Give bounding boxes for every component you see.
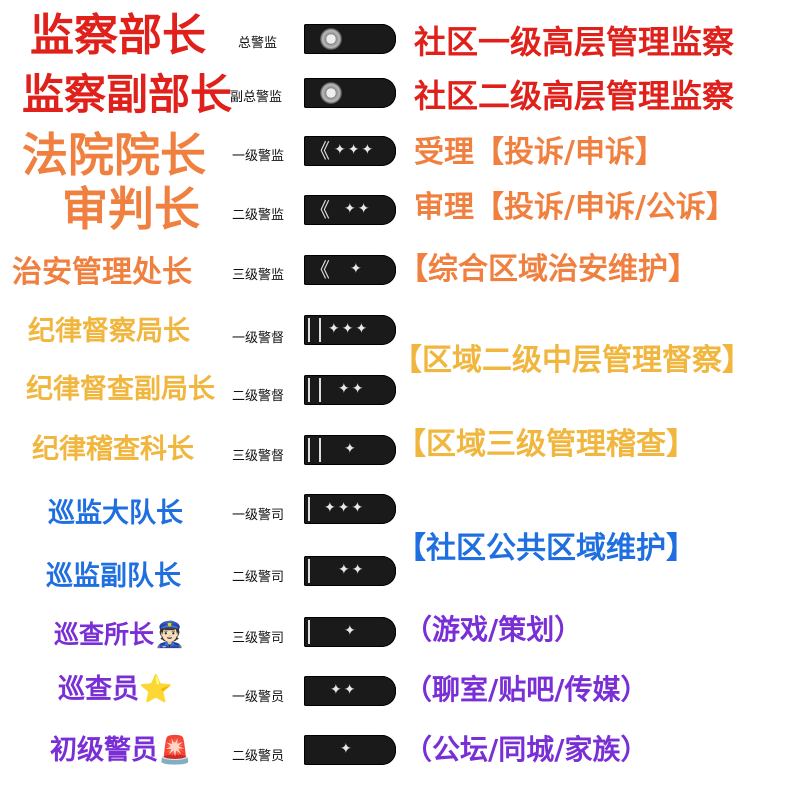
description-6: 【区域二级中层管理督察】	[392, 343, 752, 378]
title-row-4: 审判长	[62, 182, 200, 236]
bar-stripe-icon	[308, 559, 310, 583]
bar-stripe-icon	[308, 620, 310, 644]
bar-stripes-icon	[308, 318, 321, 342]
rank-label-12: 一级警员	[232, 690, 285, 705]
title-row-12: 巡查员⭐	[58, 674, 173, 705]
rank-label-4: 二级警监	[232, 208, 285, 223]
title-row-6: 纪律督察局长	[28, 316, 190, 347]
bar-stripes-icon	[308, 438, 321, 462]
shoulder-board-6: ✦✦✦	[304, 315, 396, 345]
shoulder-board-10: ✦✦	[304, 556, 396, 586]
shoulder-board-12: ✦✦	[304, 676, 396, 706]
title-row-7: 纪律督查副局长	[26, 374, 215, 405]
title-row-8: 纪律稽查科长	[32, 434, 194, 465]
shoulder-board-7: ✦✦	[304, 375, 396, 405]
star-cluster-icon: ✦✦	[344, 201, 372, 217]
title-row-1: 监察部长	[30, 10, 206, 61]
star-cluster-icon: ✦	[344, 441, 358, 457]
rank-label-11: 三级警司	[232, 631, 285, 646]
rank-label-7: 二级警督	[232, 389, 285, 404]
title-row-5: 治安管理处长	[12, 255, 192, 290]
title-row-11: 巡查所长👮🏻	[54, 620, 186, 649]
star-cluster-icon: ✦✦✦	[334, 142, 376, 158]
shoulder-board-9: ✦✦✦	[304, 494, 396, 524]
shoulder-board-1	[304, 24, 396, 54]
title-row-13: 初级警员🚨	[50, 735, 192, 766]
title-row-10: 巡监副队长	[46, 561, 181, 592]
shoulder-board-3: 《 ✦✦✦	[304, 136, 396, 166]
shoulder-board-13: ✦	[304, 735, 396, 765]
chevron-icon: 《	[310, 198, 330, 222]
shoulder-board-11: ✦	[304, 617, 396, 647]
police-emblem-icon	[320, 28, 342, 50]
star-cluster-icon: ✦✦✦	[328, 321, 370, 337]
star-cluster-icon: ✦	[344, 623, 358, 639]
rank-label-9: 一级警司	[232, 508, 285, 523]
star-cluster-icon: ✦✦	[338, 381, 366, 397]
shoulder-board-4: 《 ✦✦	[304, 195, 396, 225]
star-cluster-icon: ✦	[340, 741, 354, 757]
rank-label-6: 一级警督	[232, 331, 285, 346]
description-9: （游戏/策划）	[404, 613, 583, 646]
rank-label-5: 三级警监	[232, 268, 285, 283]
rank-label-8: 三级警督	[232, 449, 285, 464]
rank-label-2: 副总警监	[230, 90, 283, 105]
chevron-icon: 《	[310, 258, 330, 282]
star-cluster-icon: ✦✦	[330, 682, 358, 698]
shoulder-board-2	[304, 78, 396, 108]
description-10: （聊室/贴吧/传媒）	[404, 673, 649, 706]
bar-stripes-icon	[308, 378, 321, 402]
bar-stripe-icon	[308, 497, 310, 521]
rank-label-3: 一级警监	[232, 149, 285, 164]
description-5: 【综合区域治安维护】	[398, 252, 698, 287]
description-1: 社区一级高层管理监察	[414, 23, 735, 61]
rank-label-1: 总警监	[238, 36, 278, 51]
description-3: 受理【投诉/申诉】	[414, 135, 665, 170]
description-4: 审理【投诉/申诉/公诉】	[414, 190, 736, 225]
title-row-9: 巡监大队长	[48, 498, 183, 529]
shoulder-board-5: 《 ✦	[304, 255, 396, 285]
star-cluster-icon: ✦✦	[338, 562, 366, 578]
chevron-icon: 《	[310, 139, 330, 163]
description-11: （公坛/同城/家族）	[404, 733, 649, 766]
star-cluster-icon: ✦	[350, 261, 364, 277]
police-emblem-icon	[320, 82, 342, 104]
star-cluster-icon: ✦✦✦	[324, 500, 366, 516]
rank-label-13: 二级警员	[232, 749, 285, 764]
rank-label-10: 二级警司	[232, 570, 285, 585]
title-row-2: 监察副部长	[22, 70, 233, 119]
title-row-3: 法院院长	[22, 128, 206, 182]
description-7: 【区域三级管理稽查】	[396, 427, 696, 462]
description-8: 【社区公共区域维护】	[396, 531, 696, 566]
shoulder-board-8: ✦	[304, 435, 396, 465]
description-2: 社区二级高层管理监察	[414, 77, 735, 115]
